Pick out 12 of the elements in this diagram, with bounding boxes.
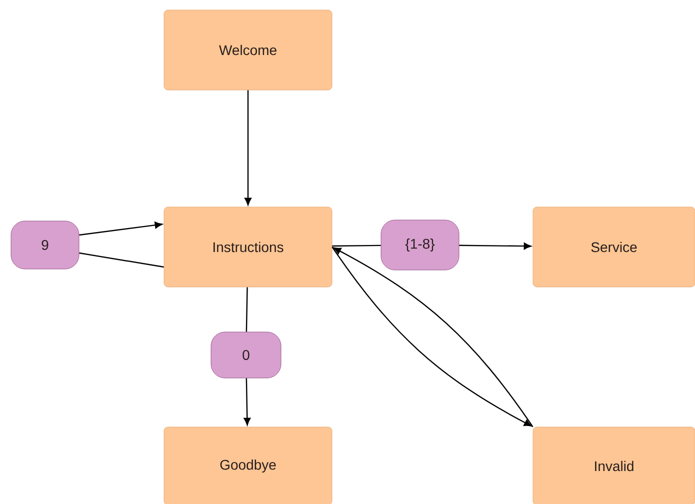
arrow xyxy=(459,242,532,250)
process-box: Invalid xyxy=(532,426,695,504)
arrow xyxy=(244,90,252,206)
process-box: Service xyxy=(532,206,695,288)
arrow xyxy=(244,378,251,426)
label-pill: {1-8} xyxy=(380,220,460,270)
arrow xyxy=(79,222,162,236)
label-pill: 0 xyxy=(210,332,282,378)
process-box: Goodbye xyxy=(164,426,332,504)
process-box: Instructions xyxy=(164,206,332,288)
process-box: Welcome xyxy=(164,10,332,90)
label-pill: 9 xyxy=(10,220,80,270)
